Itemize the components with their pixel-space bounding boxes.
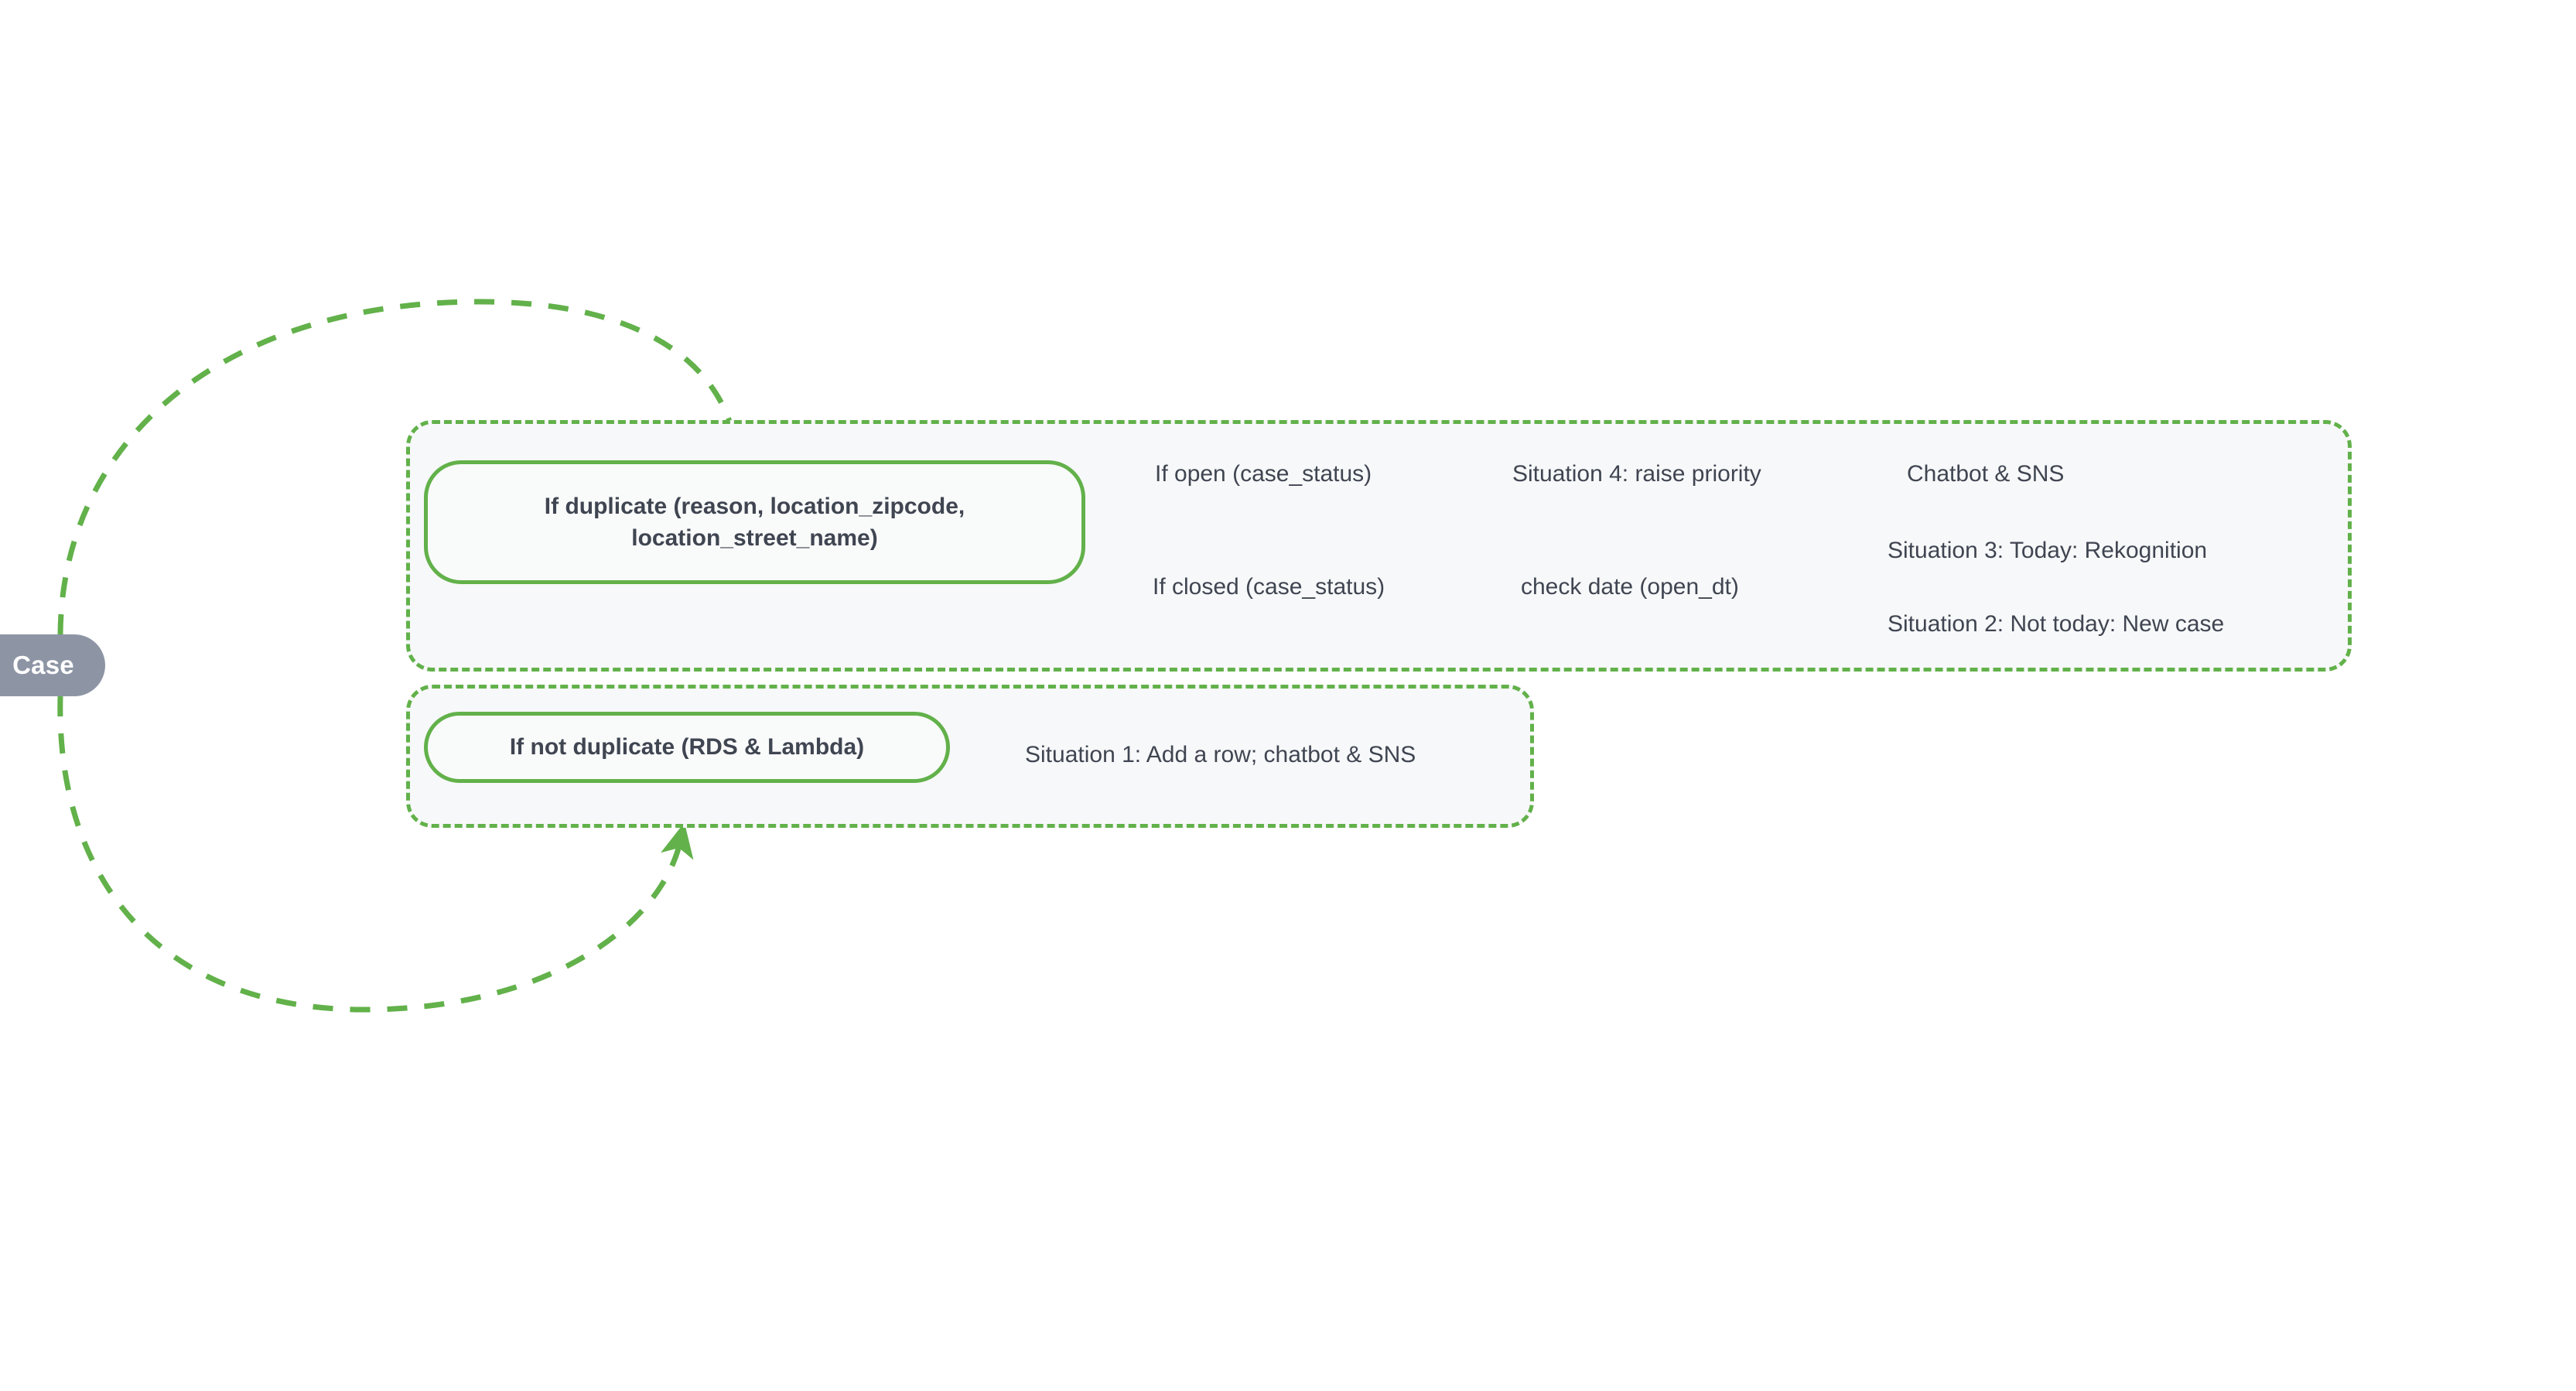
leaf-if-open-label: If open (case_status)	[1155, 461, 1372, 487]
leaf-if-open[interactable]: If open (case_status)	[1155, 463, 1372, 497]
leaf-situation-2-label: Situation 2: Not today: New case	[1888, 611, 2225, 637]
node-if-duplicate-line1: If duplicate (reason, location_zipcode,	[544, 493, 965, 519]
leaf-situation-4-label: Situation 4: raise priority	[1512, 461, 1761, 487]
node-if-not-duplicate-label: If not duplicate (RDS & Lambda)	[509, 734, 865, 760]
leaf-situation-4[interactable]: Situation 4: raise priority	[1512, 463, 1761, 497]
node-if-duplicate-label: If duplicate (reason, location_zipcode, …	[524, 490, 985, 555]
leaf-situation-3[interactable]: Situation 3: Today: Rekognition	[1888, 539, 2207, 574]
node-if-duplicate[interactable]: If duplicate (reason, location_zipcode, …	[424, 460, 1085, 584]
leaf-situation-3-label: Situation 3: Today: Rekognition	[1888, 538, 2208, 563]
leaf-if-closed-label: If closed (case_status)	[1153, 574, 1385, 600]
leaf-chatbot-sns[interactable]: Chatbot & SNS	[1907, 463, 2064, 497]
leaf-if-closed[interactable]: If closed (case_status)	[1153, 576, 1385, 610]
leaf-situation-2[interactable]: Situation 2: Not today: New case	[1888, 613, 2224, 648]
leaf-check-date[interactable]: check date (open_dt)	[1521, 576, 1739, 610]
leaf-situation-1[interactable]: Situation 1: Add a row; chatbot & SNS	[1025, 743, 1416, 778]
leaf-check-date-label: check date (open_dt)	[1521, 574, 1739, 600]
root-node-label: Case	[12, 651, 74, 679]
leaf-situation-1-label: Situation 1: Add a row; chatbot & SNS	[1025, 742, 1416, 767]
node-if-duplicate-line2: location_street_name)	[631, 525, 878, 551]
root-node-case[interactable]: Case	[0, 634, 105, 696]
leaf-chatbot-sns-label: Chatbot & SNS	[1907, 461, 2065, 487]
node-if-not-duplicate[interactable]: If not duplicate (RDS & Lambda)	[424, 712, 950, 783]
